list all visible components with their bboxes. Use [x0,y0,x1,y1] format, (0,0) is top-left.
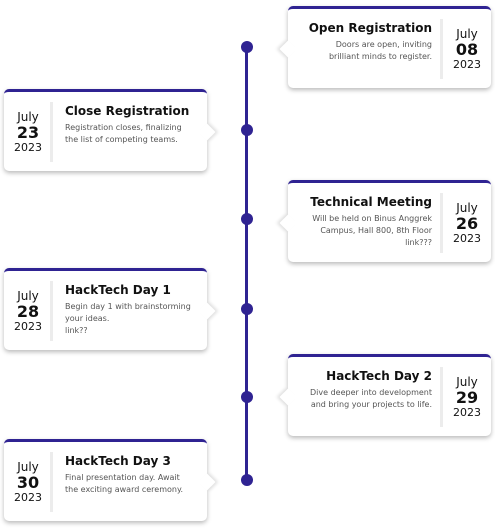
event-title: HackTech Day 3 [65,454,171,468]
timeline-dot [240,41,253,53]
event-year: 2023 [14,490,42,504]
event-month: July [17,459,39,474]
event-description: Doors are open, inviting brilliant minds… [328,40,432,61]
date-divider [440,367,443,427]
event-year: 2023 [453,57,481,71]
event-day: 28 [16,301,40,321]
timeline-dot [240,303,253,315]
event-day: 26 [455,213,479,233]
event-description: Dive deeper into development and bring y… [310,388,432,409]
timeline-dot [240,391,253,403]
event-year: 2023 [453,405,481,419]
event-card-open-registration: Open Registration Doors are open, inviti… [288,6,491,88]
date-divider [50,281,53,341]
event-card-hacktech-day-1: July 28 2023 HackTech Day 1 Begin day 1 … [4,268,207,350]
event-content: Close Registration Registration closes, … [65,104,211,146]
event-month: July [17,288,39,303]
event-month: July [456,374,478,389]
date-divider [440,19,443,79]
date-divider [50,452,53,512]
event-title: HackTech Day 2 [326,369,432,383]
event-content: HackTech Day 3 Final presentation day. A… [65,454,211,496]
event-description: Begin day 1 with brainstorming your idea… [65,302,191,335]
event-day: 08 [455,39,479,59]
date-divider [440,193,443,253]
event-year: 2023 [14,319,42,333]
timeline-spine [245,46,248,480]
event-year: 2023 [453,231,481,245]
timeline-dot [240,124,253,136]
event-title: HackTech Day 1 [65,283,171,297]
event-title: Open Registration [308,21,432,35]
event-year: 2023 [14,140,42,154]
event-date: July 28 2023 [8,271,48,350]
event-card-close-registration: July 23 2023 Close Registration Registra… [4,89,207,171]
event-day: 23 [16,122,40,142]
event-card-hacktech-day-3: July 30 2023 HackTech Day 3 Final presen… [4,439,207,521]
event-day: 29 [455,387,479,407]
event-description: Will be held on Binus Anggrek Campus, Ha… [312,214,432,247]
timeline-dot [240,474,253,486]
event-date: July 29 2023 [447,357,487,436]
event-content: Technical Meeting Will be held on Binus … [294,195,432,249]
event-content: HackTech Day 2 Dive deeper into developm… [294,369,432,411]
event-date: July 23 2023 [8,92,48,171]
event-date: July 26 2023 [447,183,487,262]
event-card-technical-meeting: Technical Meeting Will be held on Binus … [288,180,491,262]
event-description: Registration closes, finalizing the list… [65,123,182,144]
event-title: Close Registration [65,104,190,118]
event-content: HackTech Day 1 Begin day 1 with brainsto… [65,283,211,337]
event-content: Open Registration Doors are open, inviti… [294,21,432,63]
event-description: Final presentation day. Await the exciti… [65,473,184,494]
event-title: Technical Meeting [310,195,432,209]
event-card-hacktech-day-2: HackTech Day 2 Dive deeper into developm… [288,354,491,436]
event-day: 30 [16,472,40,492]
event-date: July 30 2023 [8,442,48,521]
event-month: July [456,200,478,215]
event-month: July [456,26,478,41]
date-divider [50,102,53,162]
timeline-dot [240,213,253,225]
event-month: July [17,109,39,124]
event-date: July 08 2023 [447,9,487,88]
